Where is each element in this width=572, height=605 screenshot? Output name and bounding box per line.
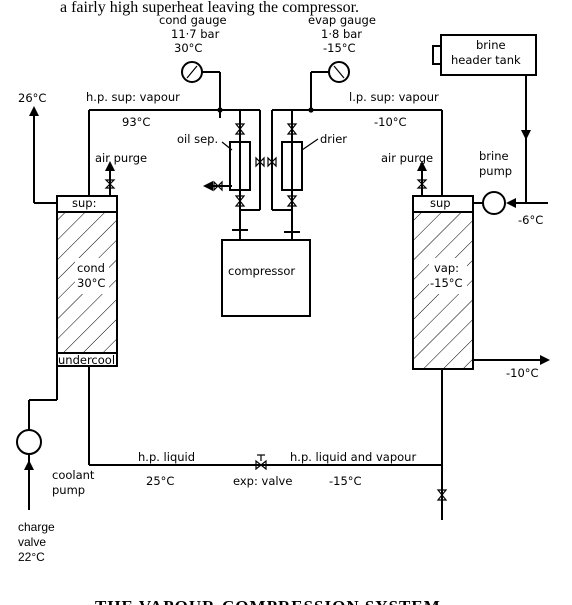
footer-text: THE VAPOUR-COMPRESSION SYSTEM: [95, 597, 441, 605]
cond-label: cond: [77, 261, 105, 275]
vap-temp-label: -15°C: [430, 276, 463, 290]
lp-sup-vapour-label: l.p. sup: vapour: [349, 90, 439, 104]
hp-sup-vapour-label: h.p. sup: vapour: [86, 90, 180, 104]
temp-25-label: 25°C: [146, 474, 174, 488]
compressor-label: compressor: [228, 264, 295, 278]
brine-header-tank-label-2: header tank: [451, 53, 521, 67]
charge-valve-temp: 22°C: [18, 550, 45, 564]
cond-gauge-label: cond gauge: [159, 13, 227, 27]
brine-pump-label-1: brine: [479, 149, 509, 163]
air-purge-right-valve-icon: [416, 179, 428, 189]
temp-minus10-right-label: -10°C: [506, 366, 539, 380]
sup-left-label: sup:: [72, 196, 96, 210]
coolant-pump-label-2: pump: [52, 483, 85, 497]
drier-label: drier: [320, 132, 347, 146]
temp-minus6-label: -6°C: [518, 213, 543, 227]
evap-gauge-temp: -15°C: [323, 41, 356, 55]
temp-93-label: 93°C: [122, 115, 150, 129]
evap-gauge-label: evap gauge: [308, 13, 376, 27]
hp-liquid-and-vapour-label: h.p. liquid and vapour: [290, 450, 416, 464]
cond-gauge-pressure: 11·7 bar: [171, 27, 220, 41]
coolant-pump-icon: [16, 429, 42, 455]
compressor-box: [221, 239, 311, 317]
drain-valve-icon: [436, 489, 448, 501]
valve-icon: [234, 123, 298, 207]
hp-liquid-label: h.p. liquid: [138, 450, 195, 464]
temp-minus15-label: -15°C: [329, 474, 362, 488]
brine-pump-label-2: pump: [479, 164, 512, 178]
charge-valve-label-2: valve: [18, 535, 46, 549]
brine-pump-icon: [482, 191, 506, 215]
coolant-pump-label-1: coolant: [52, 468, 95, 482]
exp-valve-label: exp: valve: [233, 474, 292, 488]
evap-gauge-pressure: 1·8 bar: [321, 27, 362, 41]
drier: [281, 141, 303, 191]
undercool-label: undercool: [58, 353, 115, 367]
header-text: a fairly high superheat leaving the comp…: [60, 0, 359, 16]
brine-header-tank-label-1: brine: [476, 38, 506, 52]
air-purge-right-label: air purge: [381, 151, 433, 165]
temp-26-label: 26°C: [18, 91, 46, 105]
condenser-vessel: [56, 195, 118, 367]
air-purge-left-label: air purge: [95, 151, 147, 165]
cond-temp-label: 30°C: [77, 276, 105, 290]
oil-sep-label: oil sep.: [177, 132, 218, 146]
air-purge-left-valve-icon: [104, 179, 116, 189]
exp-valve-icon: [255, 459, 267, 471]
oil-separator: [229, 141, 251, 191]
charge-valve-label-1: charge: [18, 520, 55, 534]
vap-label: vap:: [434, 261, 459, 275]
sup-right-label: sup: [430, 196, 451, 210]
cond-gauge-temp: 30°C: [174, 41, 202, 55]
temp-minus10-top-label: -10°C: [374, 115, 407, 129]
